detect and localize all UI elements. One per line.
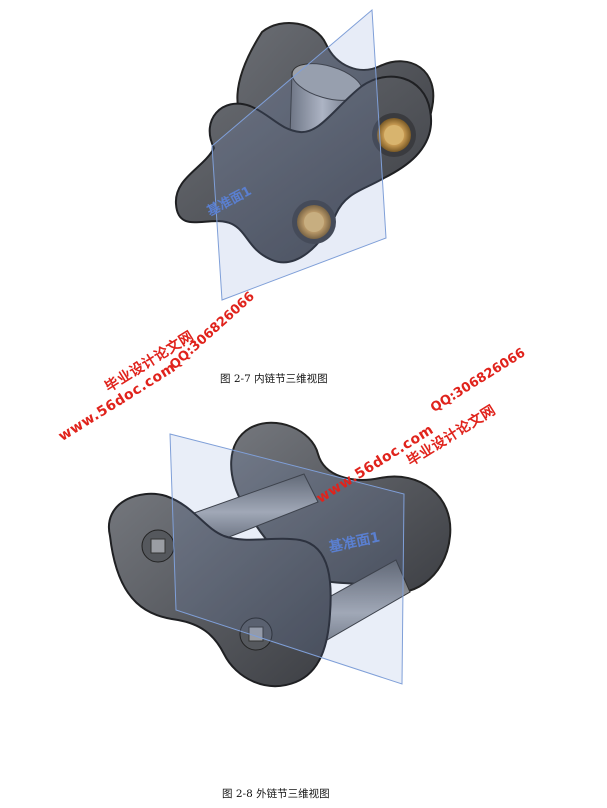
outer-link-figure: 基准面1 xyxy=(107,421,452,687)
inner-link-figure: 基准面1 xyxy=(174,8,435,301)
figure-caption-inner: 图 2-7 内链节三维视图 xyxy=(220,373,328,385)
figure-caption-outer: 图 2-8 外链节三维视图 xyxy=(222,788,330,800)
